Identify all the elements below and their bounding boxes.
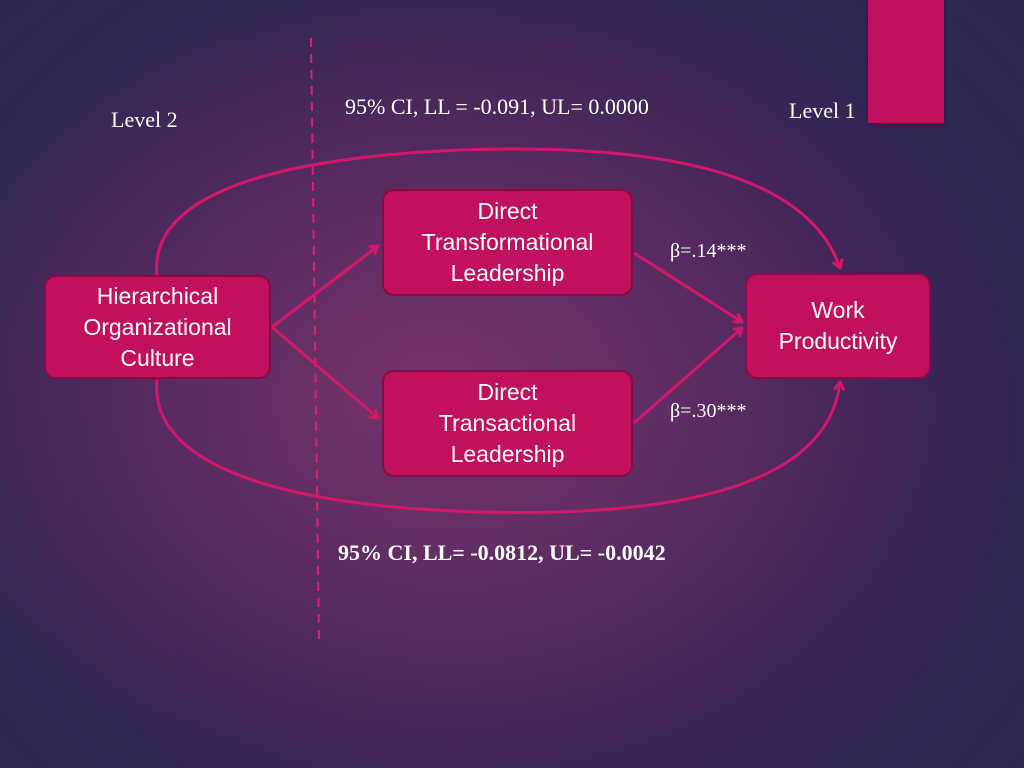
level-1-label: Level 1 <box>789 98 856 123</box>
box-text-line: Leadership <box>450 441 565 467</box>
accent-bar <box>868 0 944 123</box>
beta-transactional-label: β=.30*** <box>670 400 747 422</box>
arc-bottom-arrow <box>155 379 840 514</box>
transformational-to-productivity-arrow <box>633 251 742 322</box>
transactional-to-productivity-arrow <box>633 328 742 425</box>
box-text-line: Leadership <box>450 260 565 286</box>
box-text-line: Direct <box>477 198 538 224</box>
box-text-line: Culture <box>120 344 195 371</box>
culture-to-transformational-arrow <box>271 246 378 329</box>
box-text-line: Hierarchical <box>96 282 219 309</box>
hierarchical-culture-box: Hierarchical Organizational Culture <box>44 275 271 379</box>
arc-top-arrow <box>155 147 840 277</box>
box-text-line: Transactional <box>438 410 577 436</box>
box-text-line: Organizational <box>83 313 232 340</box>
culture-to-transactional-arrow <box>271 325 378 418</box>
ci-top-label: 95% CI, LL = -0.091, UL= 0.0000 <box>345 94 649 119</box>
transformational-leadership-box: Direct Transformational Leadership <box>382 189 633 296</box>
box-text-line: Direct <box>477 379 538 405</box>
level-2-label: Level 2 <box>111 107 178 132</box>
box-text-line: Work <box>811 297 865 323</box>
box-text-line: Transformational <box>421 229 594 255</box>
ci-bottom-label: 95% CI, LL= -0.0812, UL= -0.0042 <box>338 540 666 565</box>
transactional-leadership-box: Direct Transactional Leadership <box>382 370 633 477</box>
box-text-line: Productivity <box>778 328 898 354</box>
work-productivity-box: Work Productivity <box>745 273 931 379</box>
beta-transformational-label: β=.14*** <box>670 240 747 262</box>
